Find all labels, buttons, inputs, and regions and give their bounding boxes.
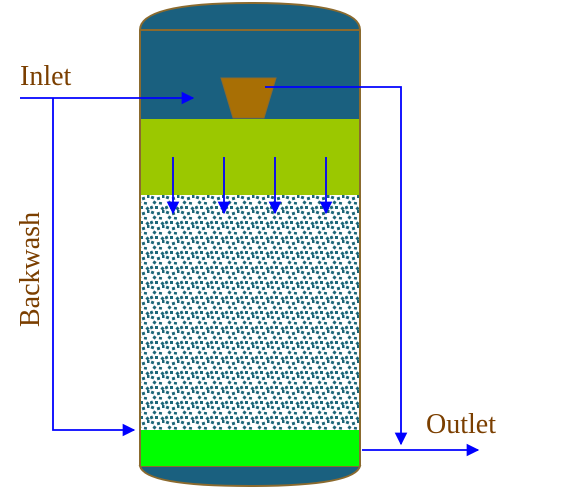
inlet-label: Inlet	[20, 61, 72, 92]
outlet-label: Outlet	[426, 409, 496, 440]
distributor-drain-arrow	[265, 86, 408, 446]
filter-media-bed	[140, 195, 360, 430]
bottom-support-layer	[140, 430, 360, 466]
vessel-top-dome	[138, 1, 362, 31]
distributor-cone	[220, 77, 277, 119]
backwash-label: Backwash	[15, 212, 46, 327]
upper-media-layer	[140, 119, 360, 195]
backwash-flow-arrow	[52, 98, 136, 437]
vessel-bottom-dome	[138, 465, 362, 488]
